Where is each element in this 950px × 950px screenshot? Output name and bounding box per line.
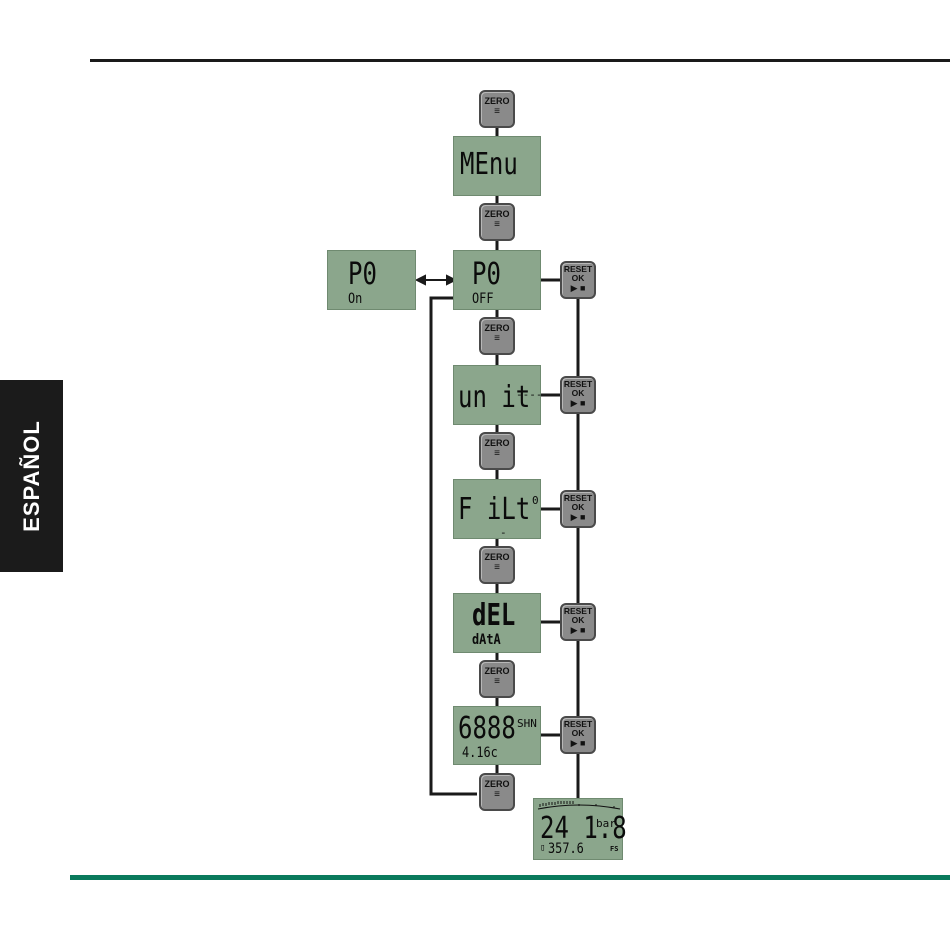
menu-lines-icon: ≡ [481,219,513,230]
lcd-serial-screen: 6888 SHN 4.16c [453,706,541,765]
zero-button[interactable]: ZERO ≡ [479,90,515,128]
zero-button[interactable]: ZERO ≡ [479,317,515,355]
lcd-menu-screen: MEnu [453,136,541,196]
lcd-unit-screen: un it ---- [453,365,541,425]
zero-button[interactable]: ZERO ≡ [479,546,515,584]
reset-ok-button[interactable]: RESET OK ▶ ■ [560,376,596,414]
zero-button[interactable]: ZERO ≡ [479,432,515,470]
menu-lines-icon: ≡ [481,562,513,573]
menu-lines-icon: ≡ [481,106,513,117]
zero-button[interactable]: ZERO ≡ [479,203,515,241]
reset-ok-button[interactable]: RESET OK ▶ ■ [560,261,596,299]
reset-ok-button[interactable]: RESET OK ▶ ■ [560,603,596,641]
lcd-measurement-screen: 24 1.8 bar 357.6 ▯ FS [533,798,623,860]
menu-lines-icon: ≡ [481,448,513,459]
menu-lines-icon: ≡ [481,676,513,687]
menu-lines-icon: ≡ [481,333,513,344]
zero-button[interactable]: ZERO ≡ [479,773,515,811]
lcd-delete-data-screen: dEL dAtA [453,593,541,653]
zero-button[interactable]: ZERO ≡ [479,660,515,698]
menu-lines-icon: ≡ [481,789,513,800]
lcd-filter-screen: F iLt 0 - [453,479,541,539]
play-stop-icon: ▶ ■ [562,398,594,408]
reset-ok-button[interactable]: RESET OK ▶ ■ [560,716,596,754]
battery-icon: ▯ [540,843,545,853]
lcd-p0-on-screen: P0 On [327,250,416,310]
play-stop-icon: ▶ ■ [562,738,594,748]
play-stop-icon: ▶ ■ [562,512,594,522]
reset-ok-button[interactable]: RESET OK ▶ ■ [560,490,596,528]
play-stop-icon: ▶ ■ [562,283,594,293]
play-stop-icon: ▶ ■ [562,625,594,635]
lcd-p0-off-screen: P0 OFF [453,250,541,310]
